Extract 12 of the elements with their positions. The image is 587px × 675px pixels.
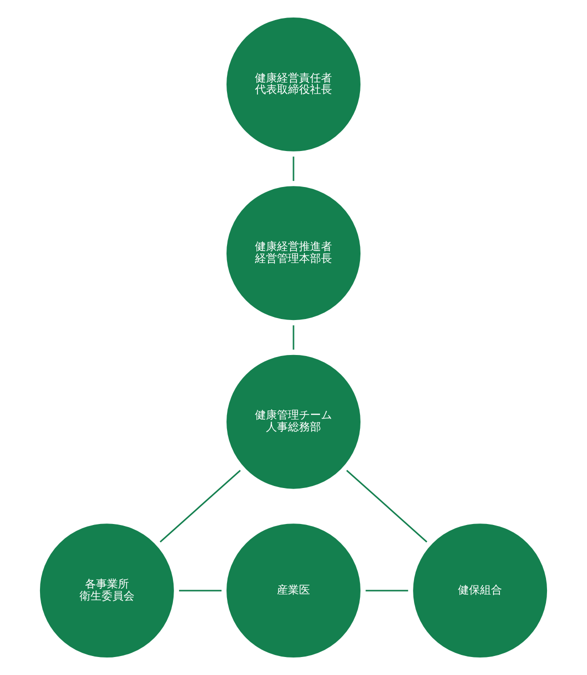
node-circle: 健康経営推進者 経営管理本部長 <box>224 184 362 322</box>
connector <box>292 156 294 181</box>
connector <box>292 325 294 350</box>
node-circle: 各事業所 衛生委員会 <box>38 522 176 660</box>
node-circle: 健康管理チーム 人事総務部 <box>224 352 362 491</box>
node-circle: 産業医 <box>224 522 362 660</box>
connector <box>179 590 222 592</box>
node-circle: 健康経営責任者 代表取締役社長 <box>224 15 362 154</box>
node-circle: 健保組合 <box>411 522 550 660</box>
connector <box>160 470 241 543</box>
connector <box>366 590 408 592</box>
connector <box>346 470 428 543</box>
